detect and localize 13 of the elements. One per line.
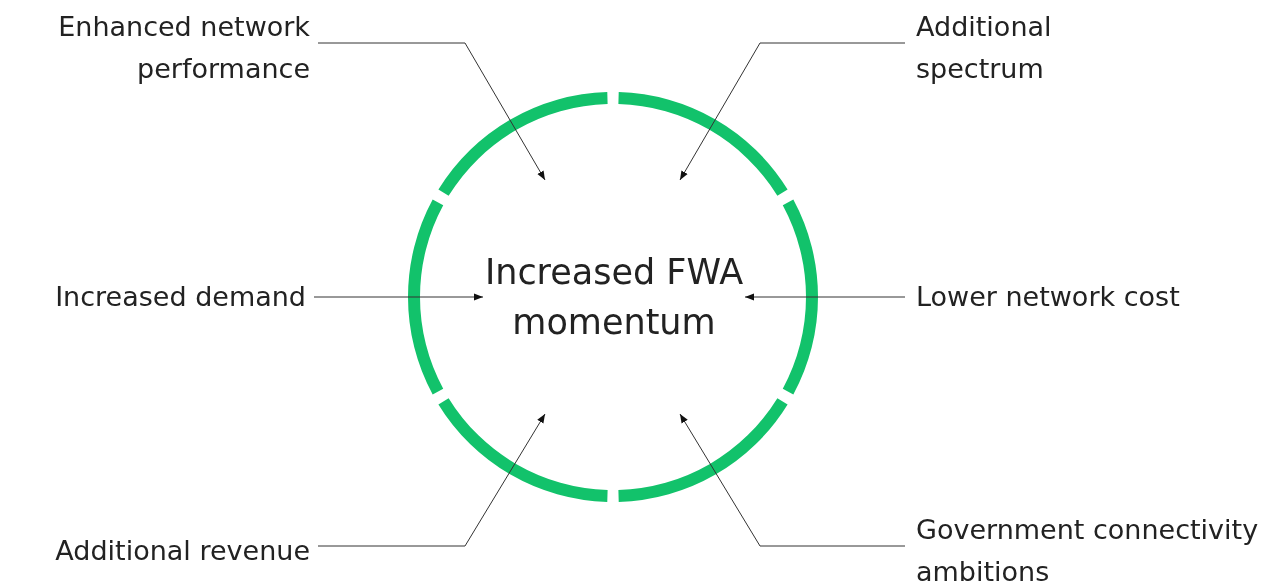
center-label: Increased FWA momentum xyxy=(483,180,745,414)
driver-label: Enhanced network performance xyxy=(0,6,310,90)
arrow xyxy=(313,293,484,301)
arrow xyxy=(679,42,906,181)
arrow xyxy=(679,413,906,547)
arrow xyxy=(317,413,546,547)
driver-label: Additional spectrum xyxy=(916,6,1156,90)
driver-label: Additional revenue xyxy=(0,509,310,585)
driver-label: Government connectivity ambitions xyxy=(916,509,1264,585)
arrow xyxy=(317,42,546,181)
driver-label: Lower network cost xyxy=(916,276,1246,318)
driver-label: Increased demand xyxy=(0,276,306,318)
arrow xyxy=(744,293,906,301)
